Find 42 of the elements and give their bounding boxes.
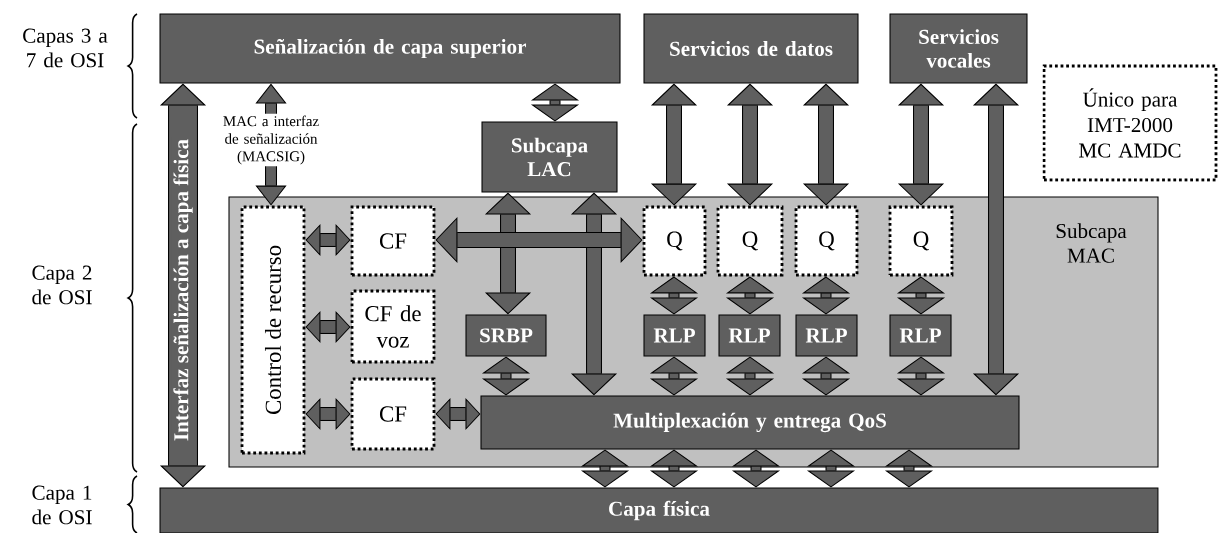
double-arrow: [801, 356, 851, 396]
double-arrow: [897, 83, 945, 206]
edge-label: MAC a interfaz de señalización (MACSIG): [209, 113, 333, 167]
note-box: Único para IMT-2000 MC AMDC: [1042, 64, 1218, 182]
function-box: Control de recurso: [240, 205, 306, 455]
double-arrow: [305, 310, 351, 344]
double-arrow: [570, 192, 618, 396]
function-box: Q: [794, 205, 859, 277]
double-arrow: [731, 449, 781, 488]
double-arrow: [435, 397, 481, 431]
function-box: CF de voz: [350, 289, 436, 364]
double-arrow: [580, 449, 630, 488]
double-arrow: [806, 449, 856, 488]
double-arrow: [649, 356, 699, 396]
layer-label: Capa 2 de OSI: [32, 265, 92, 305]
double-arrow: [530, 83, 580, 122]
double-arrow: [159, 83, 207, 488]
double-arrow: [305, 223, 351, 257]
double-arrow: [725, 356, 775, 396]
edge-label: Interfaz señalización a capa física: [171, 137, 195, 443]
double-arrow: [484, 192, 532, 315]
double-arrow: [726, 83, 774, 206]
double-arrow: [649, 276, 699, 315]
double-arrow: [802, 83, 850, 206]
double-arrow: [650, 83, 698, 206]
double-arrow: [884, 449, 934, 488]
double-arrow: [725, 276, 775, 315]
function-box: CF: [350, 377, 436, 451]
double-arrow: [972, 83, 1020, 396]
double-arrow: [801, 276, 851, 315]
double-arrow: [305, 397, 351, 431]
double-arrow: [896, 356, 946, 396]
layer-label: Capa 1 de OSI: [32, 485, 92, 525]
function-box: Q: [716, 205, 784, 277]
function-box: Q: [888, 205, 954, 277]
layer-label: Capas 3 a 7 de OSI: [23, 28, 108, 68]
double-arrow: [481, 356, 531, 396]
double-arrow: [435, 216, 643, 264]
function-box: Q: [642, 205, 707, 277]
double-arrow: [649, 449, 699, 488]
function-box: CF: [350, 205, 436, 277]
double-arrow: [896, 276, 946, 315]
